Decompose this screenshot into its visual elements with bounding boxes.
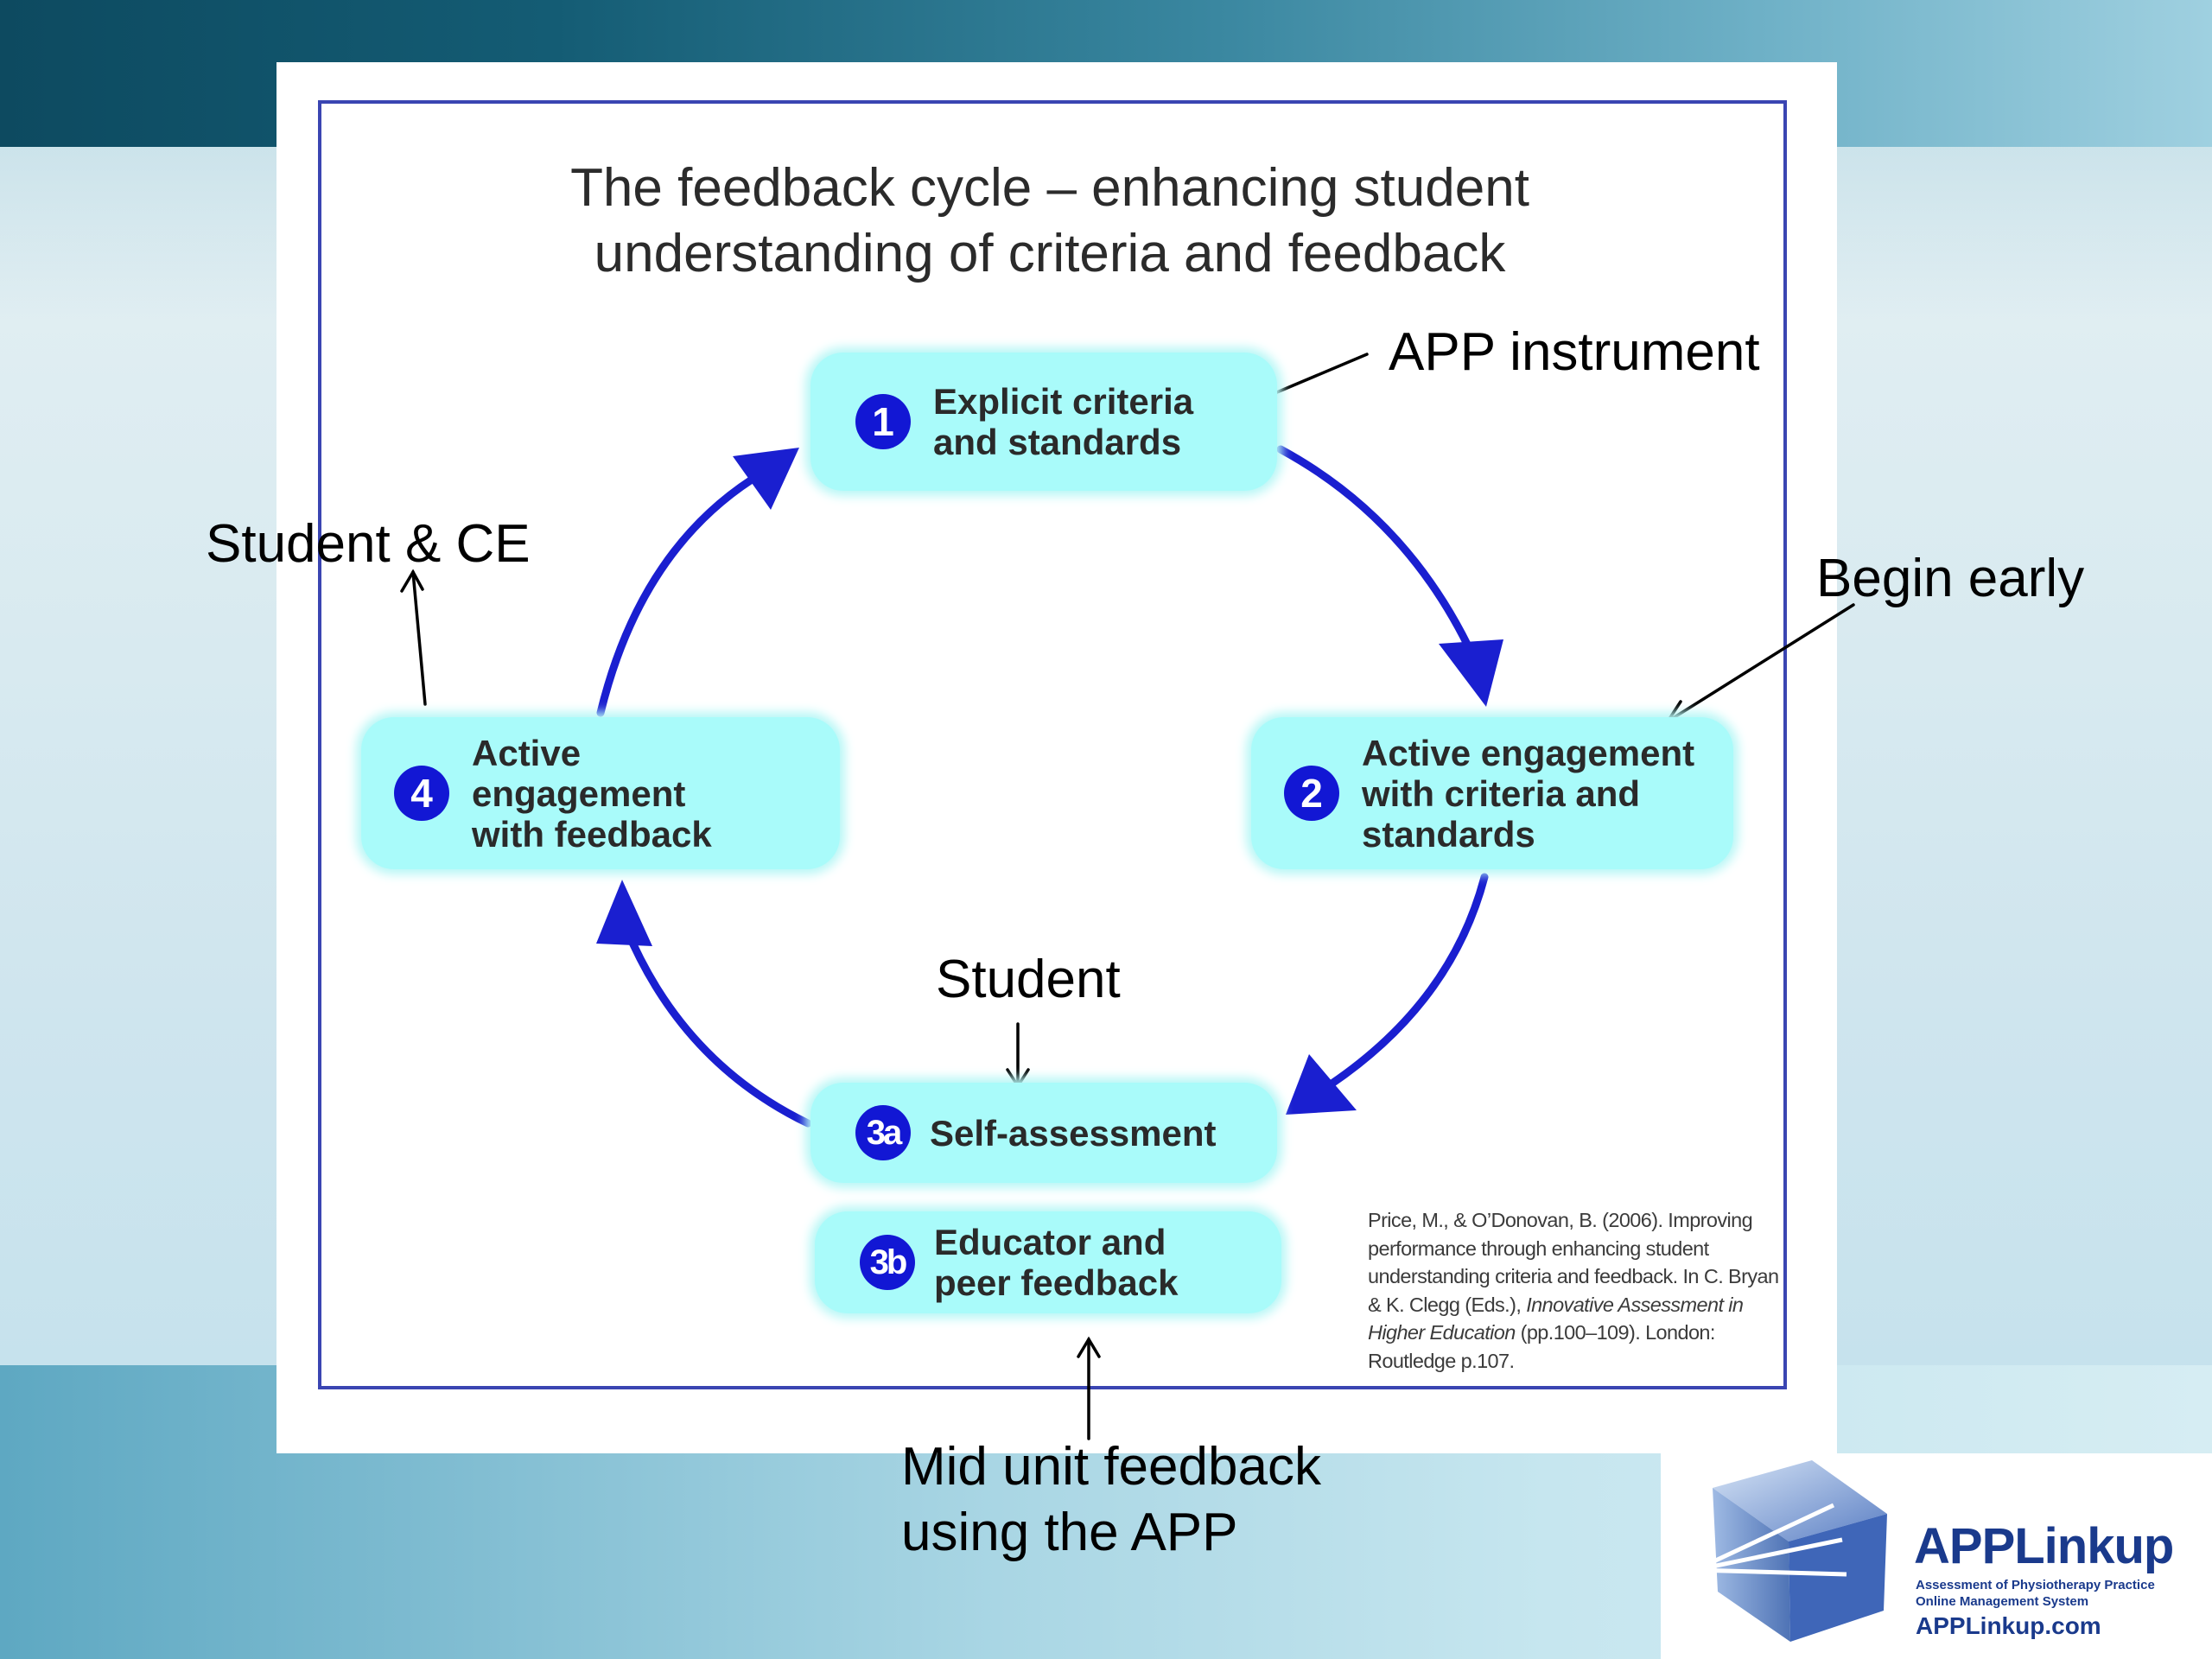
pointer-student-ce [411,570,427,706]
stage-4-box: 4 Active engagement with feedback [361,717,840,869]
stage-4-badge: 4 [394,766,449,821]
arrowhead-1-to-2 [1439,639,1503,707]
logo-subtitle-line1: Assessment of Physiotherapy Practice [1916,1578,2155,1592]
arrow-4-to-1 [596,475,756,717]
stage-1-badge: 1 [855,394,911,449]
annotation-mid-unit-line2: using the APP [901,1503,1238,1562]
diagram-title: The feedback cycle – enhancing student u… [570,158,1529,283]
arrowhead-4-to-1 [733,448,799,510]
annotation-student: Student [936,950,1121,1009]
stage-1-box: 1 Explicit criteria and standards [810,353,1277,491]
stage-3b-box: 3b Educator and peer feedback [815,1211,1281,1313]
arrow-3a-to-4 [622,925,812,1128]
stage-4-label: Active engagement with feedback [472,732,712,855]
stage-2-box: 2 Active engagement with criteria and st… [1251,717,1733,869]
stage-3a-badge: 3a [855,1105,911,1160]
citation-book-title: Innovative Assessment in Higher Educatio… [1368,1293,1744,1344]
logo-name: APPLinkup [1914,1518,2174,1574]
annotation-mid-unit-line1: Mid unit feedback [901,1437,1321,1497]
stage-1-label: Explicit criteria and standards [933,381,1194,462]
stage-3a-box: 3a Self-assessment [810,1083,1277,1183]
logo-url: APPLinkup.com [1916,1612,2101,1639]
diagram-frame [318,100,1787,1389]
stage-3a-label: Self-assessment [930,1112,1217,1154]
annotation-begin-early: Begin early [1816,549,2085,608]
arrowhead-2-to-3a [1286,1054,1357,1115]
stage-3b-label: Educator and peer feedback [934,1222,1179,1303]
arrow-1-to-2 [1276,445,1478,661]
stage-2-badge: 2 [1284,766,1339,821]
citation: Price, M., & O’Donovan, B. (2006). Impro… [1368,1206,1783,1375]
logo-cube-icon [1694,1460,1887,1642]
annotation-app-instrument: APP instrument [1389,322,1760,382]
logo-subtitle-line2: Online Management System [1916,1594,2089,1609]
arrow-2-to-3a [1326,873,1489,1089]
arrowhead-3a-to-4 [596,880,652,946]
applinkup-logo: APPLinkup Assessment of Physiotherapy Pr… [1661,1453,2212,1659]
annotation-student-ce: Student & CE [206,514,531,574]
stage-3b-badge: 3b [860,1235,915,1290]
stage-2-label: Active engagement with criteria and stan… [1362,732,1695,855]
citation-text-2: (pp.100–109). London: Routledge p.107. [1368,1321,1715,1372]
pointer-begin-early [1666,603,1855,723]
citation-text-1: Price, M., & O’Donovan, B. (2006). Impro… [1368,1209,1779,1316]
